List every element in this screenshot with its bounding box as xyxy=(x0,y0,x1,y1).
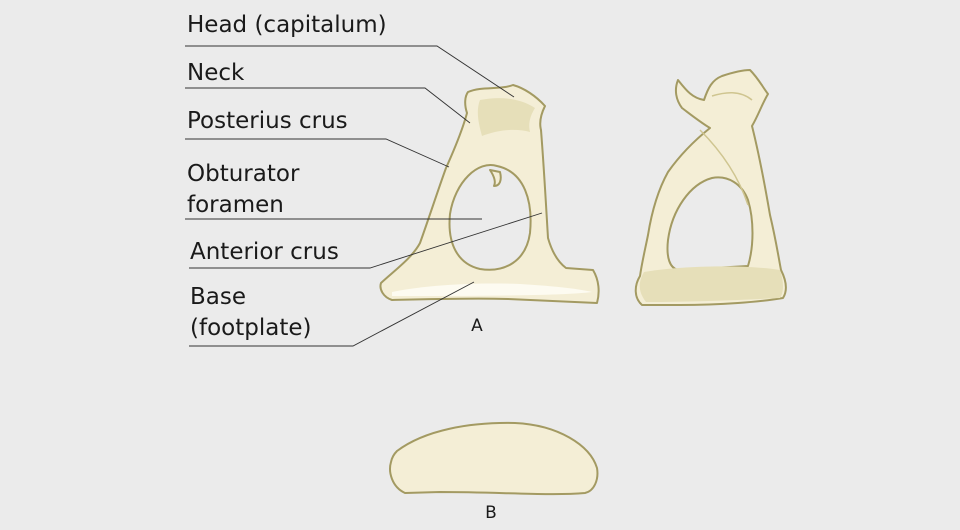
leader-base xyxy=(189,281,475,347)
stapes-perspective-head-edge xyxy=(711,92,753,101)
figure-label-a: A xyxy=(471,316,483,336)
stapes-a-base-highlight xyxy=(392,283,592,296)
stapes-lateral-view xyxy=(379,84,600,304)
label-base-line2: (footplate) xyxy=(190,315,311,341)
stapes-a-head-shade xyxy=(477,98,535,136)
figure-label-b: B xyxy=(485,503,497,523)
leader-head xyxy=(185,45,515,98)
label-obturator-line2: foramen xyxy=(187,192,284,218)
stapes-a-outline xyxy=(379,84,600,304)
leader-neck xyxy=(185,87,471,124)
leader-posterior-crus xyxy=(185,138,450,168)
stapes-perspective-crus-edge xyxy=(699,129,749,206)
leader-anterior-crus xyxy=(189,212,543,269)
label-posterior-crus: Posterius crus xyxy=(187,108,348,134)
label-neck: Neck xyxy=(187,60,245,86)
label-head: Head (capitalum) xyxy=(187,12,387,38)
stapes-footplate-view xyxy=(389,421,599,496)
label-base-line1: Base xyxy=(190,284,246,310)
stapes-perspective-footplate-shade xyxy=(639,266,783,302)
label-obturator-line1: Obturator xyxy=(187,161,300,187)
stapes-a-notch xyxy=(489,169,502,187)
stapes-perspective-view xyxy=(634,69,787,306)
label-anterior-crus: Anterior crus xyxy=(190,239,339,265)
stapes-b-outline xyxy=(389,421,599,496)
